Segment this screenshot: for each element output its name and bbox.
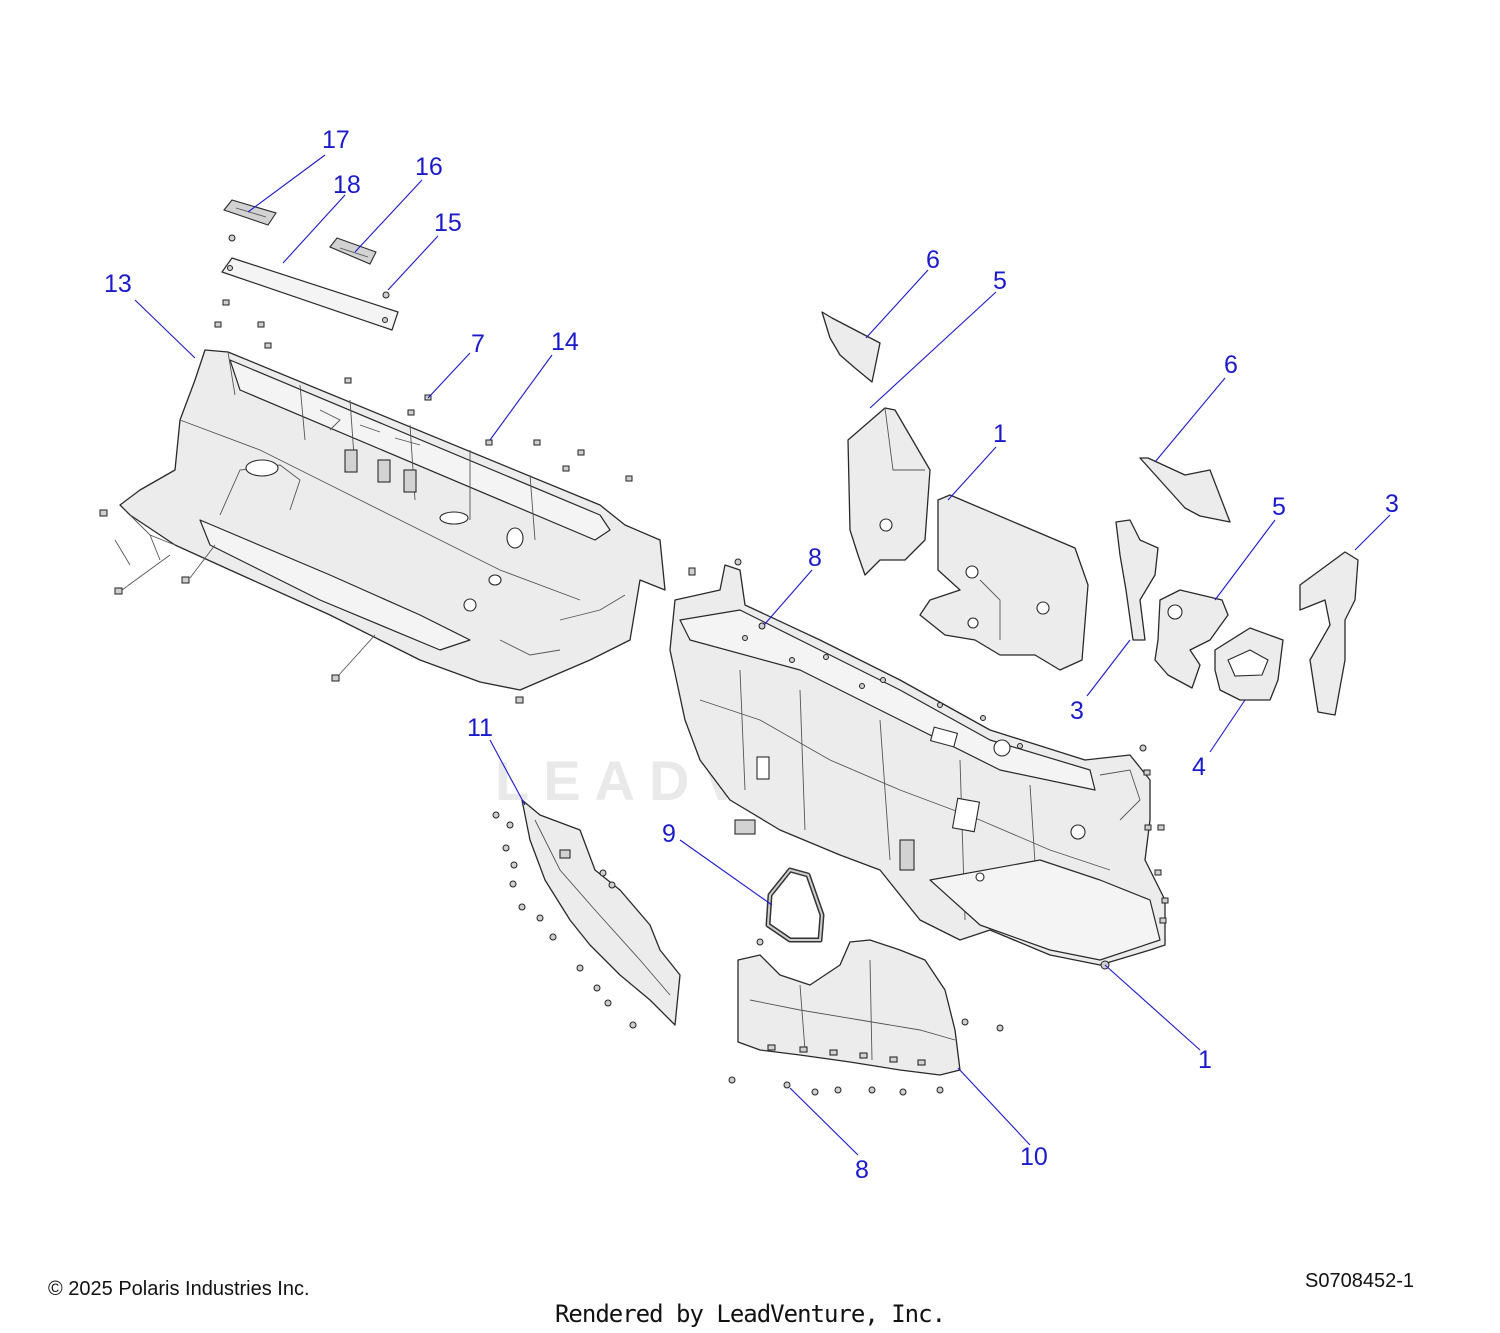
- callout-13: 13: [104, 270, 132, 298]
- fastener-group-right: [688, 558, 1169, 970]
- firewall-panel[interactable]: [669, 564, 1166, 966]
- callout-8-upper: 8: [808, 544, 822, 572]
- callout-6-upper: 6: [926, 246, 940, 274]
- fastener-group-bottom: [728, 1018, 1004, 1096]
- callout-1-upper: 1: [993, 420, 1007, 448]
- rendered-by-text: Rendered by LeadVenture, Inc.: [554, 1300, 946, 1328]
- trim-piece-upper-left[interactable]: [223, 199, 277, 226]
- insulation-piece-right-upper[interactable]: [1139, 457, 1231, 523]
- insulation-panel-left[interactable]: [847, 407, 931, 576]
- insulation-upper-small[interactable]: [821, 311, 881, 383]
- fastener-column-left: [492, 811, 764, 1029]
- callout-14: 14: [551, 328, 579, 356]
- closeout-panel-left[interactable]: [521, 799, 681, 1026]
- insulation-block-bottom[interactable]: [1214, 627, 1284, 701]
- callout-3-right: 3: [1385, 490, 1399, 518]
- callout-10: 10: [1020, 1143, 1048, 1171]
- callout-3-lower: 3: [1070, 697, 1084, 725]
- callout-5-right: 5: [1272, 493, 1286, 521]
- diagram-part-number: S0708452-1: [1305, 1270, 1414, 1292]
- lower-closeout-panel[interactable]: [737, 939, 961, 1076]
- insulation-panel-far-right[interactable]: [1299, 551, 1359, 716]
- dash-frame-assembly[interactable]: [114, 349, 666, 691]
- callout-17: 17: [322, 126, 350, 154]
- callout-15: 15: [434, 209, 462, 237]
- insulation-block-right[interactable]: [1154, 589, 1229, 689]
- leader-lines: [134, 154, 1391, 1156]
- callout-9: 9: [662, 820, 676, 848]
- callout-11: 11: [467, 714, 493, 742]
- cover-plate[interactable]: [221, 257, 399, 331]
- callout-7: 7: [471, 330, 485, 358]
- callout-18: 18: [333, 171, 361, 199]
- callout-4: 4: [1192, 753, 1206, 781]
- seal-ring[interactable]: [765, 867, 825, 943]
- copyright-text: © 2025 Polaris Industries Inc.: [48, 1278, 310, 1300]
- callout-8-lower: 8: [855, 1156, 869, 1184]
- insulation-strip-tall[interactable]: [1115, 519, 1159, 641]
- callout-labels: 17 18 16 15 13 7 14 6 5 1 6 5 3 8 3 4 11…: [104, 126, 1399, 1184]
- callout-16: 16: [415, 153, 443, 181]
- trim-piece-upper-right[interactable]: [329, 237, 377, 265]
- callout-5-upper: 5: [993, 267, 1007, 295]
- callout-1-lower: 1: [1198, 1046, 1212, 1074]
- insulation-panel-center[interactable]: [919, 494, 1089, 671]
- callout-6-right: 6: [1224, 351, 1238, 379]
